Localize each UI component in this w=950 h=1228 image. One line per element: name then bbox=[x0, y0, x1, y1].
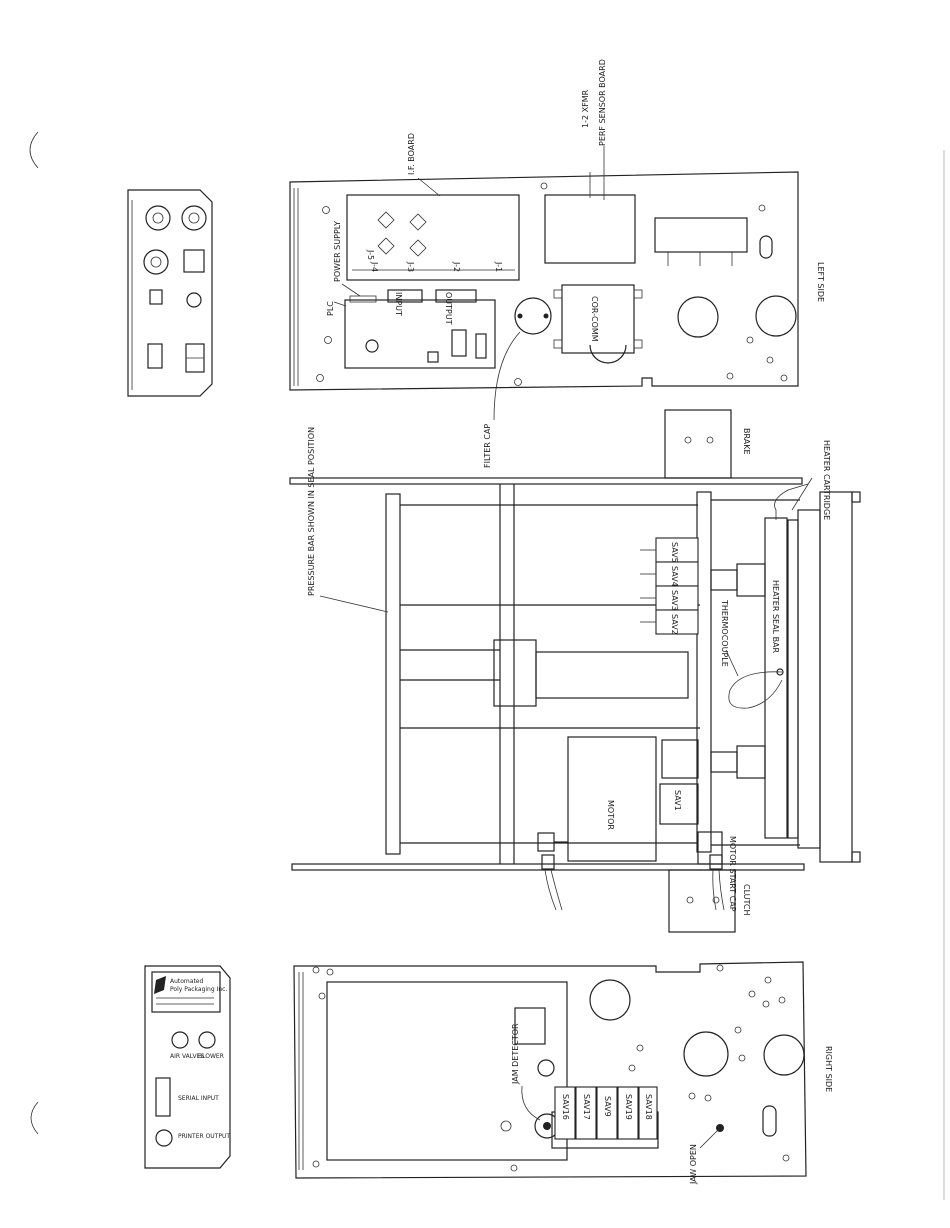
serial-input-port bbox=[155, 1077, 171, 1117]
valve-sav4 bbox=[655, 561, 699, 587]
label-sav17: SAV17 bbox=[582, 1094, 591, 1120]
brake bbox=[664, 409, 732, 479]
left-side-panel bbox=[289, 171, 799, 391]
label-air-valves: AIR VALVES bbox=[170, 1053, 204, 1060]
clutch bbox=[668, 869, 736, 933]
label-j5: J-5 bbox=[366, 249, 375, 260]
valve-sav9 bbox=[596, 1086, 618, 1140]
label-sav1: SAV1 bbox=[673, 790, 682, 811]
connector-panel bbox=[127, 189, 213, 397]
seal-mechanism bbox=[289, 409, 861, 933]
label-motor-start-cap: MOTOR START CAP bbox=[728, 836, 737, 912]
control-panel: Automated Poly Packaging Inc. AIR VALVES… bbox=[144, 965, 231, 1169]
valve-sav19 bbox=[617, 1086, 639, 1140]
valve-sav1 bbox=[659, 783, 699, 825]
label-clutch: CLUTCH bbox=[742, 884, 751, 916]
heater-seal-bar bbox=[764, 517, 788, 839]
label-input: INPUT bbox=[394, 292, 403, 316]
label-j1: J-1 bbox=[494, 261, 503, 272]
valve-sav18 bbox=[638, 1086, 658, 1140]
xfmr bbox=[654, 217, 748, 253]
label-cor-comm: COR-COMM bbox=[590, 296, 599, 342]
label-sav9: SAV9 bbox=[603, 1096, 612, 1117]
label-sav2: SAV2 bbox=[670, 614, 679, 635]
label-sav18: SAV18 bbox=[644, 1094, 653, 1120]
if-board bbox=[346, 194, 520, 281]
perf-sensor-board bbox=[544, 194, 636, 264]
label-right-side: RIGHT SIDE bbox=[824, 1046, 833, 1092]
label-j4: J-4 bbox=[370, 261, 379, 272]
label-jaw-open: JAW OPEN bbox=[689, 1144, 698, 1185]
label-sav3: SAV3 bbox=[670, 590, 679, 611]
brand-line-2: Poly Packaging Inc. bbox=[170, 986, 227, 993]
label-blower: BLOWER bbox=[198, 1053, 224, 1060]
label-xfmr: 1-2 XFMR bbox=[581, 89, 590, 128]
label-perf-sensor-line: PERF SENSOR BOARD bbox=[598, 59, 607, 146]
label-motor: MOTOR bbox=[606, 800, 615, 830]
air-valves-knob bbox=[171, 1031, 189, 1049]
label-if-board: I.F. BOARD bbox=[407, 133, 416, 175]
binding-hole-mark bbox=[30, 1101, 39, 1135]
label-thermocouple: THERMOCOUPLE bbox=[720, 599, 729, 667]
motor bbox=[567, 736, 657, 862]
cor-comm-filter bbox=[561, 284, 635, 354]
binding-hole-mark bbox=[29, 131, 39, 169]
valve-sav5 bbox=[655, 537, 699, 563]
label-sav16: SAV16 bbox=[561, 1094, 570, 1120]
label-filter-cap: FILTER CAP bbox=[483, 424, 492, 468]
label-j2: J-2 bbox=[452, 261, 461, 272]
label-left-side: LEFT SIDE bbox=[816, 262, 825, 302]
valve-sav17 bbox=[575, 1086, 597, 1140]
label-j3: J-3 bbox=[406, 261, 415, 272]
label-serial-input: SERIAL INPUT bbox=[178, 1095, 219, 1102]
valve-sav16 bbox=[554, 1086, 576, 1140]
label-sav4: SAV4 bbox=[670, 566, 679, 587]
valve-sav3 bbox=[655, 585, 699, 611]
label-heater-seal-bar: HEATER SEAL BAR bbox=[771, 580, 780, 654]
filter-cap bbox=[514, 297, 552, 335]
label-printer-output: PRINTER OUTPUT bbox=[178, 1133, 230, 1140]
plc-board bbox=[344, 299, 496, 369]
blower-knob bbox=[198, 1031, 216, 1049]
label-brake: BRAKE bbox=[742, 428, 751, 455]
printer-output-port bbox=[155, 1129, 173, 1147]
label-output: OUTPUT bbox=[444, 292, 453, 325]
brand-line-1: Automated bbox=[170, 978, 203, 985]
label-jam-detector: JAM DETECTOR bbox=[511, 1023, 520, 1085]
label-sav19: SAV19 bbox=[624, 1094, 633, 1120]
label-sav5: SAV5 bbox=[670, 542, 679, 563]
label-power-supply: POWER SUPPLY bbox=[333, 221, 342, 282]
label-pressure-bar: PRESSURE BAR SHOWN IN SEAL POSITION bbox=[307, 427, 316, 596]
label-plc: PLC bbox=[326, 301, 335, 316]
label-heater-cartridge: HEATER CARTRIDGE bbox=[822, 440, 831, 520]
right-side-panel bbox=[293, 961, 807, 1179]
